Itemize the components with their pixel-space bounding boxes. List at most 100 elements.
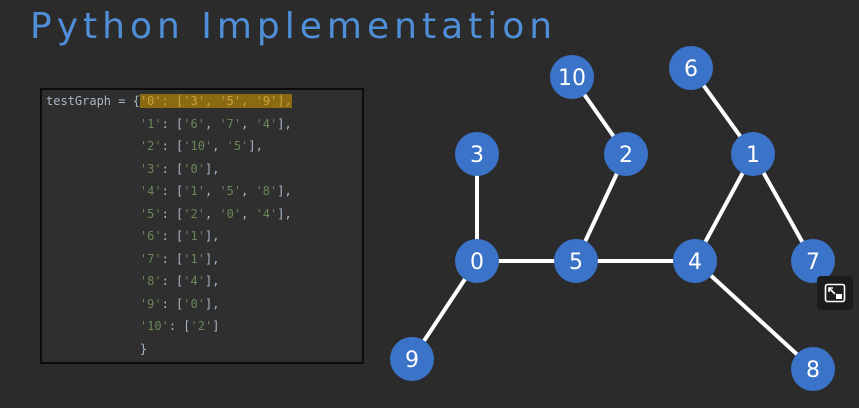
code-entry: '1': ['6', '7', '4'],	[140, 117, 292, 131]
graph-node-label: 6	[684, 57, 698, 82]
graph-node-label: 1	[746, 143, 760, 168]
graph-node-label: 8	[806, 358, 820, 383]
code-value: '2'	[190, 319, 213, 333]
code-line: }	[46, 342, 147, 356]
code-punct: ,	[241, 184, 256, 198]
graph-node-circle	[550, 55, 594, 99]
code-entry: '0': ['3', '5', '9'],	[139, 94, 292, 108]
code-value: '4'	[255, 206, 278, 221]
code-key: '4'	[139, 184, 162, 198]
code-punct: : [	[161, 296, 184, 311]
code-punct: ],	[277, 206, 292, 221]
code-key: '0'	[139, 94, 162, 108]
code-variable: testGraph	[46, 94, 112, 108]
code-value: '1'	[183, 184, 205, 198]
code-value: '2'	[183, 206, 205, 221]
code-value: '0'	[183, 161, 205, 176]
code-punct: ,	[241, 206, 256, 221]
code-value: '1'	[183, 229, 205, 243]
code-entry: '7': ['1'],	[140, 252, 220, 266]
code-punct: : [	[168, 319, 191, 333]
code-punct: ],	[277, 116, 292, 131]
graph-edges	[410, 66, 815, 371]
code-value: '10'	[183, 139, 213, 153]
code-line: '8': ['4'],	[46, 274, 220, 288]
graph-node-label: 9	[405, 348, 419, 373]
code-value: '6'	[183, 116, 205, 131]
code-line: '9': ['0'],	[46, 296, 220, 311]
code-value: '1'	[183, 251, 205, 266]
code-value: '3'	[183, 94, 205, 108]
graph-node-label: 5	[569, 250, 583, 275]
graph-node-label: 2	[619, 143, 633, 168]
code-line: '3': ['0'],	[46, 162, 220, 176]
graph-node-circle	[554, 239, 598, 283]
graph-node-circle	[673, 239, 717, 283]
graph-node-label: 7	[806, 250, 820, 275]
code-punct: : [	[161, 274, 184, 288]
code-punct: ,	[204, 184, 220, 198]
code-value: '9'	[255, 94, 278, 108]
code-punct: = {	[111, 94, 140, 108]
code-punct: : [	[161, 184, 184, 198]
code-key: '8'	[139, 274, 162, 288]
code-punct: ]	[212, 319, 220, 333]
graph-edge	[693, 259, 815, 371]
code-value: '8'	[255, 184, 278, 198]
code-line: '6': ['1'],	[46, 229, 220, 243]
code-punct: }	[139, 341, 148, 356]
code-value: '0'	[219, 206, 242, 221]
graph-node-circle	[791, 239, 835, 283]
code-line: '1': ['6', '7', '4'],	[46, 117, 292, 131]
slide-title: Python Implementation	[30, 6, 558, 47]
graph-node: 3	[455, 132, 499, 176]
code-punct: ],	[204, 229, 220, 243]
code-punct: ,	[204, 116, 220, 131]
code-punct: ],	[277, 94, 292, 108]
code-punct: ],	[204, 161, 220, 176]
code-value: '5'	[219, 94, 242, 108]
graph-node-label: 4	[688, 250, 702, 275]
graph-node: 8	[791, 347, 835, 391]
code-key: '2'	[139, 139, 162, 153]
code-value: '4'	[183, 274, 205, 288]
code-punct: ,	[241, 116, 256, 131]
code-key: '1'	[139, 116, 162, 131]
code-punct: : [	[161, 161, 184, 176]
code-entry: '10': ['2']	[140, 319, 220, 333]
code-key: '10'	[139, 319, 169, 333]
code-value: '5'	[219, 184, 242, 198]
graph-node-circle	[455, 132, 499, 176]
picture-in-picture-icon	[824, 283, 846, 303]
code-entry: '4': ['1', '5', '8'],	[140, 184, 292, 198]
code-punct: ,	[212, 139, 227, 153]
code-key: '9'	[139, 296, 162, 311]
graph-node: 1	[731, 132, 775, 176]
graph-node: 2	[604, 132, 648, 176]
code-punct: ],	[204, 251, 220, 266]
code-punct: ,	[205, 94, 220, 108]
graph-node-circle	[455, 239, 499, 283]
code-line: '7': ['1'],	[46, 252, 220, 266]
picture-in-picture-button[interactable]	[817, 276, 853, 310]
code-value: '5'	[226, 139, 249, 153]
graph-node-label: 10	[558, 66, 586, 91]
code-key: '3'	[139, 161, 162, 176]
code-line: '4': ['1', '5', '8'],	[46, 184, 292, 198]
code-punct: ],	[248, 139, 263, 153]
graph-node-circle	[390, 337, 434, 381]
code-panel: testGraph = {'0': ['3', '5', '9'], '1': …	[40, 88, 364, 364]
code-line: testGraph = {'0': ['3', '5', '9'],	[46, 94, 292, 108]
code-punct: : [	[161, 139, 184, 153]
code-entry: '5': ['2', '0', '4'],	[140, 207, 292, 221]
graph-node: 10	[550, 55, 594, 99]
code-value: '0'	[183, 296, 205, 311]
code-punct: ,	[241, 94, 256, 108]
code-entry: '3': ['0'],	[140, 162, 220, 176]
graph-node: 4	[673, 239, 717, 283]
code-punct: ],	[204, 296, 220, 311]
code-punct: ],	[277, 184, 292, 198]
graph-node: 7	[791, 239, 835, 283]
code-key: '5'	[139, 206, 162, 221]
